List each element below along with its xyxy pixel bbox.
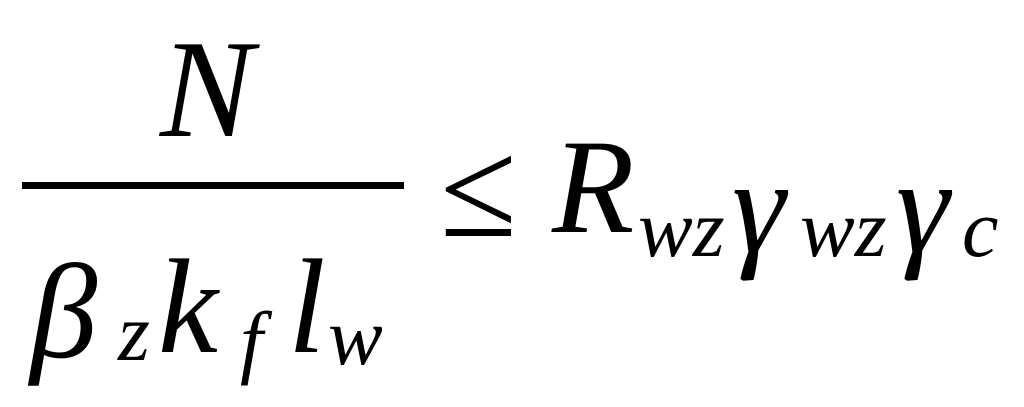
less-than-or-equal-sign: ≤ bbox=[440, 112, 517, 267]
denominator-beta: β bbox=[30, 238, 98, 387]
denominator-k: k bbox=[158, 233, 218, 382]
rhs-gamma-2-subscript: c bbox=[962, 183, 999, 274]
rhs-r-subscript: wz bbox=[638, 183, 725, 274]
rhs-gamma-1-subscript: wz bbox=[800, 183, 887, 274]
denominator-l-subscript: w bbox=[328, 291, 383, 382]
rhs-gamma-1: γ bbox=[732, 133, 786, 282]
denominator-beta-subscript: z bbox=[118, 287, 150, 378]
rhs-gamma-2: γ bbox=[896, 133, 950, 282]
numerator-n: N bbox=[160, 12, 254, 167]
denominator-l: l bbox=[288, 233, 326, 382]
denominator-k-subscript: f bbox=[240, 295, 263, 386]
fraction-bar bbox=[22, 182, 404, 189]
rhs-r: R bbox=[552, 113, 635, 262]
